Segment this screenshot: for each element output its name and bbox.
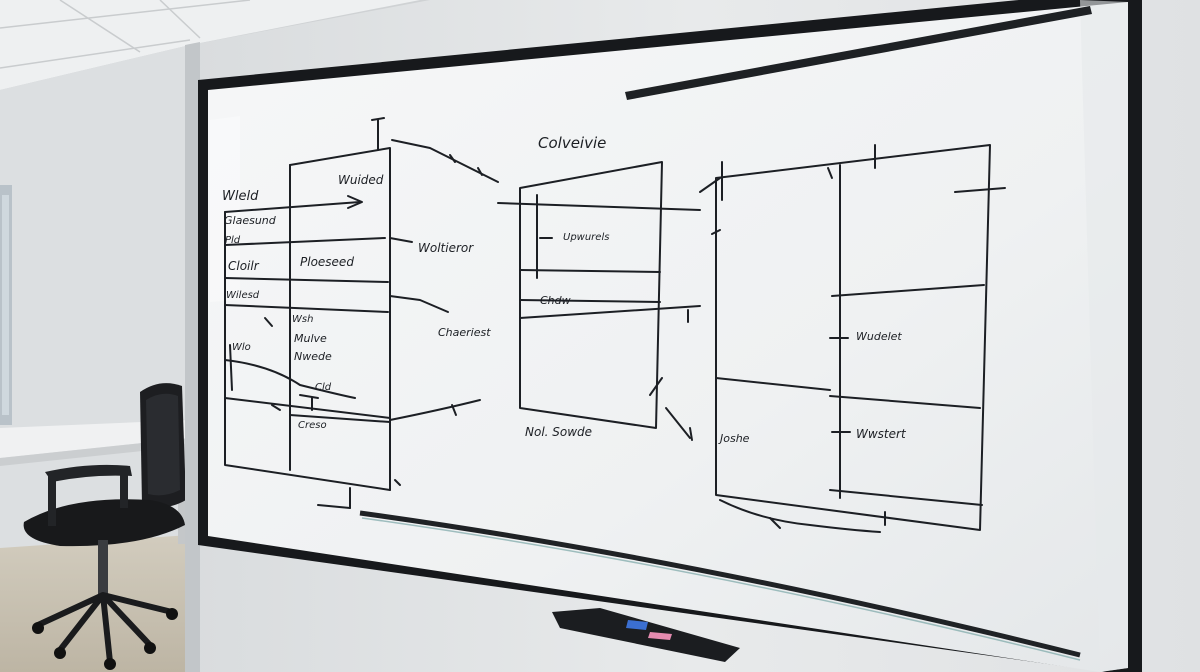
label-wuided: Wuided <box>338 173 384 187</box>
ceiling <box>0 0 420 90</box>
top-rail <box>625 6 1092 100</box>
label-wilesd: Wilesd <box>226 290 260 301</box>
label-nol-sowde: Nol. Sowde <box>525 425 592 439</box>
label-wudelet: Wudelet <box>856 330 902 343</box>
label-glaesund: Glaesund <box>224 214 277 227</box>
label-wleld: Wleld <box>222 189 259 204</box>
label-cloilr: Cloilr <box>228 259 260 273</box>
label-mulve: Mulve <box>294 332 327 345</box>
label-colveivie: Colveivie <box>538 134 606 152</box>
blue-marker <box>626 620 648 630</box>
label-joshe: Joshe <box>718 432 750 445</box>
label-wwstert: Wwstert <box>856 427 907 441</box>
diagram-lines <box>224 117 1006 533</box>
label-chaeriest: Chaeriest <box>438 326 491 339</box>
wall-shadow <box>185 42 200 672</box>
marker-tray <box>359 510 1081 662</box>
office-chair <box>23 383 186 670</box>
label-woltieror: Woltieror <box>418 241 474 255</box>
label-cld: Cld <box>315 382 332 393</box>
label-nwede: Nwede <box>294 350 332 363</box>
label-wsh: Wsh <box>292 314 313 325</box>
label-chdw: Chdw <box>540 294 571 307</box>
label-upwurels: Upwurels <box>563 232 609 243</box>
whiteboard <box>198 0 1142 672</box>
label-creso: Creso <box>298 420 327 431</box>
label-pld: Pld <box>225 235 241 246</box>
diagram-labels: Wleld Glaesund Pld Cloilr Wilesd Wuided … <box>222 134 907 445</box>
label-ploeseed: Ploeseed <box>300 255 354 269</box>
label-wlo: Wlo <box>232 342 251 353</box>
pink-marker <box>648 632 672 640</box>
